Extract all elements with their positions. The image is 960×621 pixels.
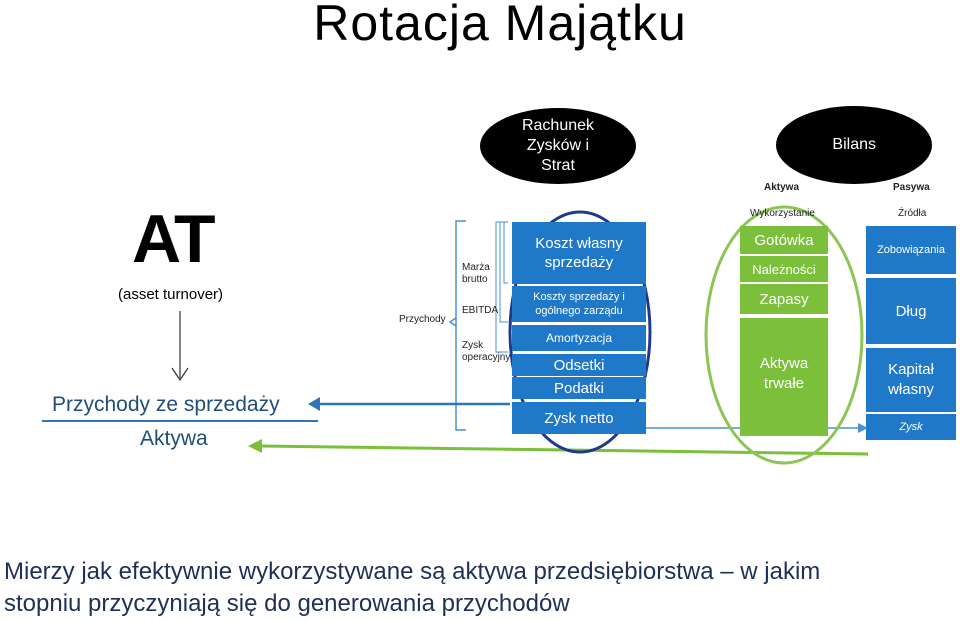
pl-oval: Rachunek Zysków i Strat — [480, 108, 636, 184]
trwale-line1: Aktywa — [759, 355, 809, 372]
dlug-box: Dług — [866, 278, 956, 344]
zrodla-label: Źródła — [898, 208, 927, 219]
amortyzacja-box: Amortyzacja — [512, 325, 646, 351]
odsetki-box: Odsetki — [512, 354, 646, 376]
bottom-line1: Mierzy jak efektywnie wykorzystywane są … — [4, 558, 821, 585]
at-subtitle: (asset turnover) — [118, 286, 224, 303]
naleznosci-box: Należności — [740, 256, 828, 282]
ratio-denominator: Aktywa — [140, 427, 208, 450]
aktywa-header: Aktywa — [764, 182, 800, 193]
wykorzystanie-label: Wykorzystanie — [750, 208, 815, 219]
podatki-box: Podatki — [512, 377, 646, 399]
zobowiazania-box: Zobowiązania — [866, 226, 956, 274]
marza-line1: Marża — [462, 262, 490, 273]
zysk-op-line2: operacyjny — [462, 352, 511, 363]
zysk-box: Zysk — [866, 414, 956, 440]
zysk-op-line1: Zysk — [462, 340, 484, 351]
zysk-op-label: Zysk operacyjny — [462, 340, 510, 364]
ratio-numerator: Przychody ze sprzedaży — [52, 393, 280, 416]
trwale-line2: trwałe — [763, 375, 804, 392]
pasywa-header: Pasywa — [893, 182, 930, 193]
kapital-box: Kapitał własny — [866, 348, 956, 412]
pl-oval-line3: Strat — [541, 157, 575, 174]
page-title: Rotacja Majątku — [313, 0, 687, 51]
zysk-netto-box: Zysk netto — [512, 402, 646, 434]
gotowka-box: Gotówka — [740, 226, 828, 254]
pl-oval-line1: Rachunek — [521, 117, 595, 134]
kapital-line2: własny — [888, 381, 934, 398]
bottom-description: Mierzy jak efektywnie wykorzystywane są … — [4, 556, 954, 620]
pl-oval-line2: Zysków i — [526, 137, 590, 154]
bottom-line2: stopniu przyczyniają się do generowania … — [4, 590, 570, 617]
ebitda-label: EBITDA — [462, 305, 499, 316]
koszty-line1: Koszty sprzedaży i — [533, 291, 625, 303]
koszty-line2: ogólnego zarządu — [535, 305, 623, 317]
koszt-wlasny-box: Koszt własny sprzedaży — [512, 222, 646, 284]
bilans-oval: Bilans — [776, 106, 932, 184]
marza-label: Marża brutto — [462, 262, 490, 286]
koszty-ogolne-box: Koszty sprzedaży i ogólnego zarządu — [512, 286, 646, 322]
marza-line2: brutto — [462, 274, 488, 285]
kapital-line1: Kapitał — [888, 361, 934, 378]
aktywa-trwale-box: Aktywa trwałe — [740, 318, 828, 436]
at-symbol: AT — [132, 201, 216, 277]
przychody-label: Przychody — [399, 314, 446, 325]
zapasy-box: Zapasy — [740, 284, 828, 314]
koszt-line1: Koszt własny — [535, 235, 623, 252]
koszt-line2: sprzedaży — [544, 254, 614, 271]
